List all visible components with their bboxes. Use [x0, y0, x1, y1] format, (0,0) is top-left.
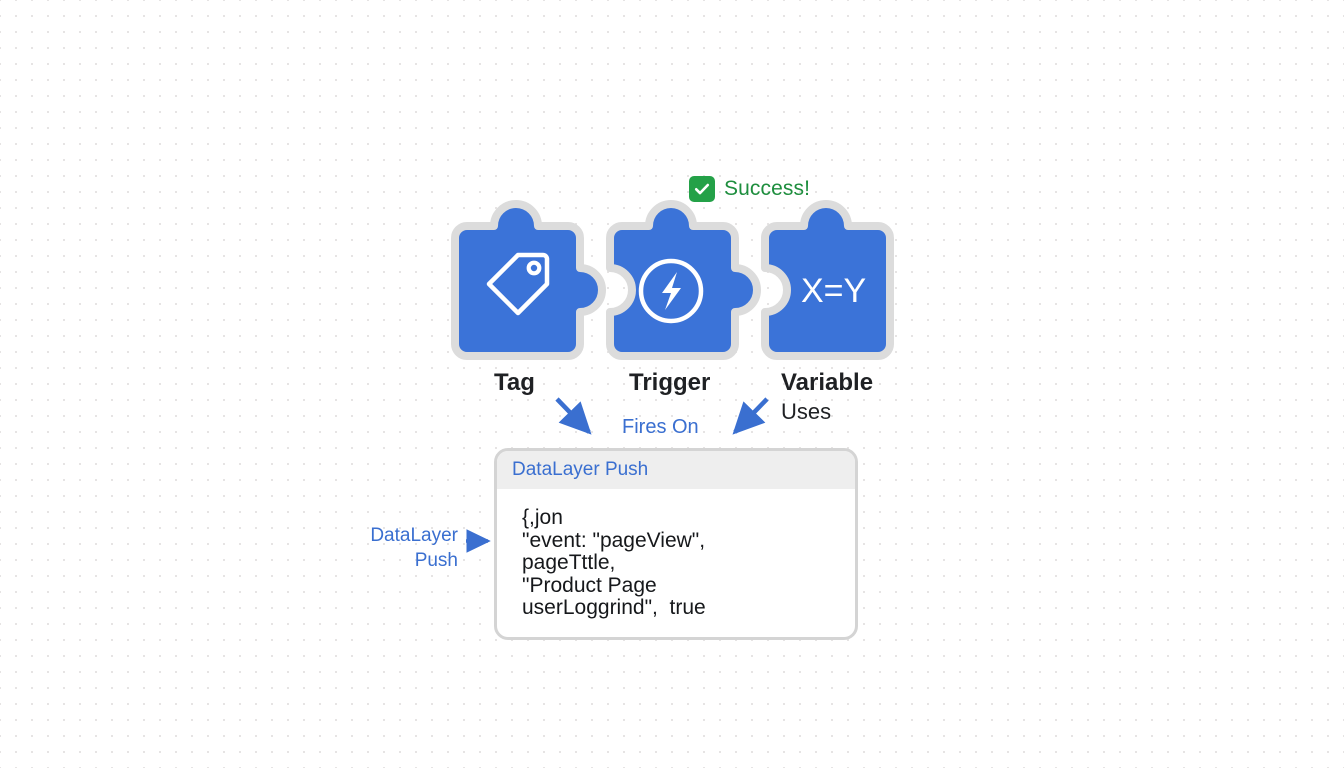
piece-sublabel-uses: Uses: [781, 399, 832, 424]
panel-code-body: {,jon"event: "pageView",pageTttle,"Produ…: [497, 489, 855, 620]
status-badge: Success!: [689, 176, 810, 202]
piece-label-tag: Tag: [494, 369, 535, 396]
puzzle-piece-trigger[interactable]: [598, 198, 768, 363]
code-line: pageTttle,: [522, 551, 616, 574]
code-line: "Product Page: [522, 573, 657, 597]
panel-title: DataLayer Push: [512, 459, 649, 480]
piece-label-trigger: Trigger: [629, 369, 711, 396]
puzzle-piece-tag[interactable]: [443, 198, 613, 363]
arrow-variable-to-payload: [732, 397, 769, 435]
code-line: userLoggrind", true: [522, 596, 706, 619]
datalayer-label-line2: Push: [414, 550, 458, 571]
panel-header: DataLayer Push: [497, 451, 855, 489]
code-line: {,jon: [522, 506, 563, 529]
datalayer-label-line1: DataLayer: [370, 525, 458, 546]
connector-label-datalayer-push: DataLayer Push: [348, 523, 458, 573]
code-line: "event: "pageView",: [522, 528, 706, 552]
status-label: Success!: [724, 177, 810, 200]
arrow-tag-to-payload: [555, 397, 592, 435]
connector-label-fires-on: Fires On: [622, 416, 699, 438]
datalayer-push-panel[interactable]: DataLayer Push {,jon"event: "pageView",p…: [494, 448, 858, 640]
piece-label-variable: Variable: [781, 369, 874, 396]
check-square-icon: [689, 176, 715, 202]
puzzle-piece-variable[interactable]: X=Y: [753, 198, 923, 363]
